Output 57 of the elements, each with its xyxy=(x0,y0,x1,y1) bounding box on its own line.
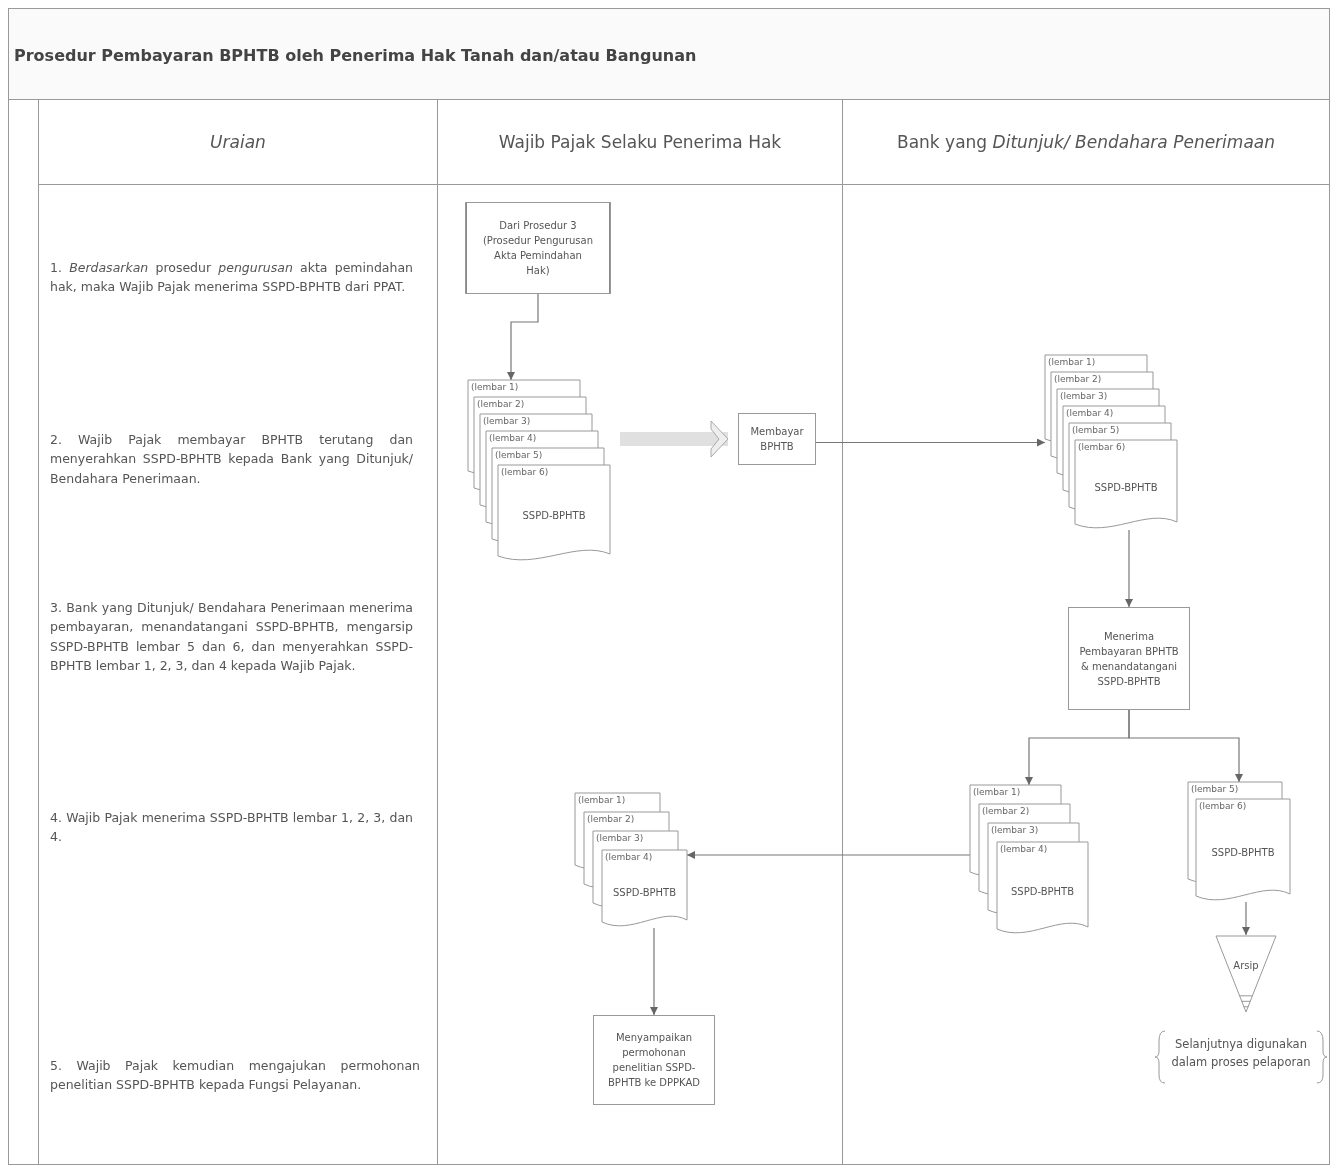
document-stack xyxy=(575,793,687,928)
document-label: SSPD-BPHTB xyxy=(1210,847,1276,858)
lane-header: Uraian xyxy=(39,100,437,185)
process-box: Membayar BPHTB xyxy=(738,413,816,465)
sheet-label: (lembar 3) xyxy=(991,826,1039,835)
sheet-label: (lembar 4) xyxy=(489,434,537,443)
swimlane xyxy=(38,100,438,1165)
sheet-label: (lembar 5) xyxy=(495,451,543,460)
document-label: SSPD-BPHTB xyxy=(1093,481,1159,493)
note-text: Selanjutnya digunakan dalam proses pelaporan xyxy=(1170,1036,1312,1072)
document-label: SSPD-BPHTB xyxy=(1009,886,1076,897)
sheet-label: (lembar 6) xyxy=(1078,443,1126,452)
arrow xyxy=(1128,709,1243,783)
sheet-label: (lembar 3) xyxy=(596,834,644,843)
document-stack xyxy=(970,785,1088,935)
lane-header: Bank yang Ditunjuk/ Bendahara Penerimaan xyxy=(843,100,1329,185)
arrow xyxy=(507,293,539,381)
sheet-label: (lembar 6) xyxy=(1199,802,1247,811)
swimlane xyxy=(438,100,843,1165)
step-description: 5. Wajib Pajak kemudian mengajukan permohonan penelitian SSPD-BPHTB kepada Fungsi Pelayanan. xyxy=(50,1057,420,1095)
sheet-label: (lembar 2) xyxy=(477,400,525,409)
sheet-label: (lembar 3) xyxy=(483,417,531,426)
step-description: 4. Wajib Pajak menerima SSPD-BPHTB lembar 1, 2, 3, dan 4. xyxy=(50,809,413,847)
sheet-label: (lembar 2) xyxy=(982,807,1030,816)
arrow xyxy=(650,927,658,1016)
sheet-label: (lembar 5) xyxy=(1191,785,1239,794)
sheet-label: (lembar 6) xyxy=(501,468,549,477)
step-description: 3. Bank yang Ditunjuk/ Bendahara Penerimaan menerima pembayaran, menandatangani SSPD-BPHTB, mengarsip SSPD-BPHTB lembar 5 dan 6, dan menyerahkan SSPD-BPHTB lembar 1, 2, 3, dan 4 kepada Wajib Pajak. xyxy=(50,599,413,676)
diagram-title: Prosedur Pembayaran BPHTB oleh Penerima Hak Tanah dan/atau Bangunan xyxy=(14,46,697,65)
step-description: 1. Berdasarkan prosedur pengurusan akta pemindahan hak, maka Wajib Pajak menerima SSPD-BPHTB dari PPAT. xyxy=(50,259,413,297)
document-stack xyxy=(1188,782,1290,902)
document-stack xyxy=(1045,355,1177,530)
arrow xyxy=(1242,901,1250,936)
archive-label: Arsip xyxy=(1232,959,1260,971)
step-description: 2. Wajib Pajak membayar BPHTB terutang dan menyerahkan SSPD-BPHTB kepada Bank yang Ditunjuk/ Bendahara Penerimaan. xyxy=(50,431,413,488)
sheet-label: (lembar 4) xyxy=(1000,845,1048,854)
predefined-process-box: Dari Prosedur 3 (Prosedur Pengurusan Akta Pemindahan Hak) xyxy=(465,202,611,294)
sheet-label: (lembar 2) xyxy=(1054,375,1102,384)
sheet-label: (lembar 1) xyxy=(471,383,519,392)
sheet-label: (lembar 5) xyxy=(1072,426,1120,435)
document-label: SSPD-BPHTB xyxy=(521,510,587,521)
sheet-label: (lembar 4) xyxy=(605,853,653,862)
process-box: Menerima Pembayaran BPHTB & menandatangani SSPD-BPHTB xyxy=(1068,607,1190,710)
arrow xyxy=(686,851,971,859)
process-box: Menyampaikan permohonan penelitian SSPD-BPHTB ke DPPKAD xyxy=(593,1015,715,1105)
arrow xyxy=(1125,529,1133,608)
arrow xyxy=(815,438,1046,447)
sheet-label: (lembar 1) xyxy=(1048,358,1096,367)
lane-header: Wajib Pajak Selaku Penerima Hak xyxy=(438,100,842,185)
document-stack xyxy=(468,380,610,562)
sheet-label: (lembar 1) xyxy=(578,796,626,805)
sheet-label: (lembar 2) xyxy=(587,815,635,824)
document-label: SSPD-BPHTB xyxy=(611,886,678,898)
sheet-label: (lembar 4) xyxy=(1066,409,1114,418)
sheet-label: (lembar 1) xyxy=(973,788,1021,797)
archive-triangle xyxy=(1215,935,1277,1013)
sheet-label: (lembar 3) xyxy=(1060,392,1108,401)
